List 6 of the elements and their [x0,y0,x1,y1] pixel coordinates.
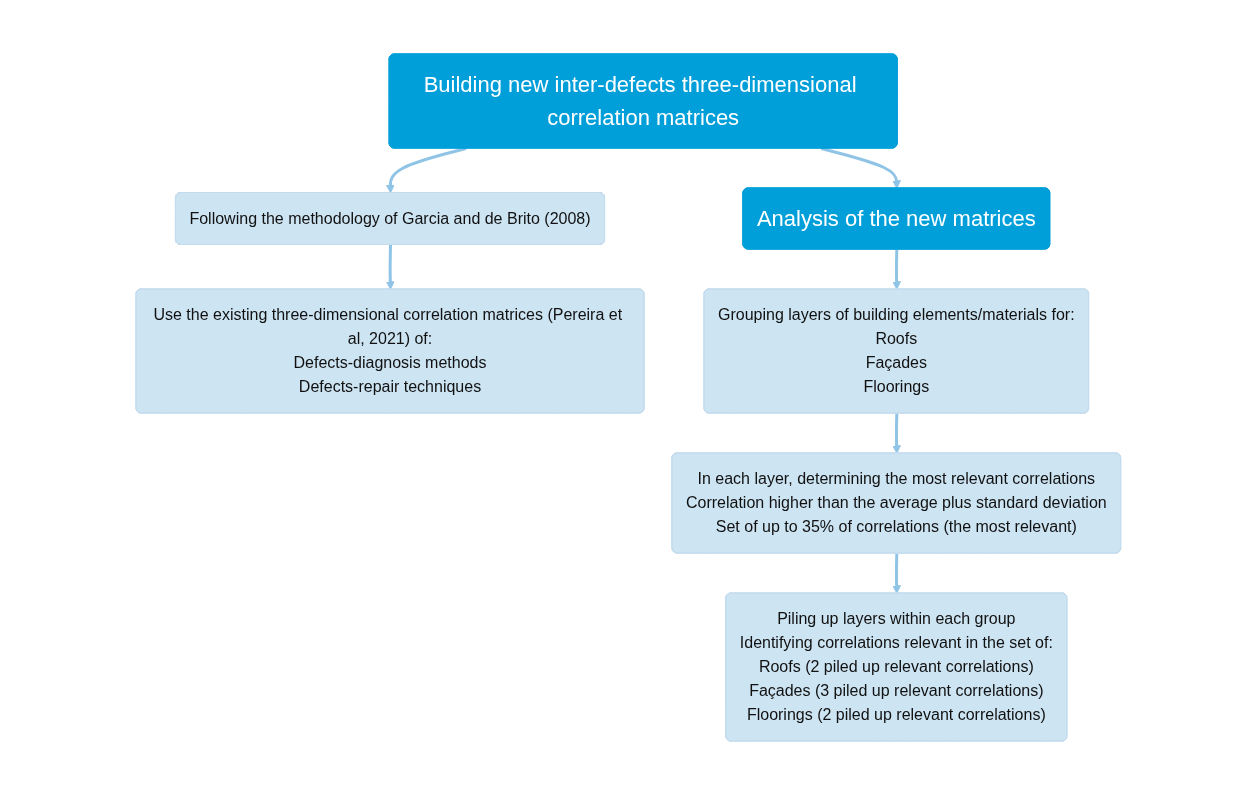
arrow [385,146,467,193]
arrow [891,412,901,454]
arrow [820,146,901,189]
arrow [891,552,901,594]
arrow [891,248,901,290]
arrow [385,244,395,290]
